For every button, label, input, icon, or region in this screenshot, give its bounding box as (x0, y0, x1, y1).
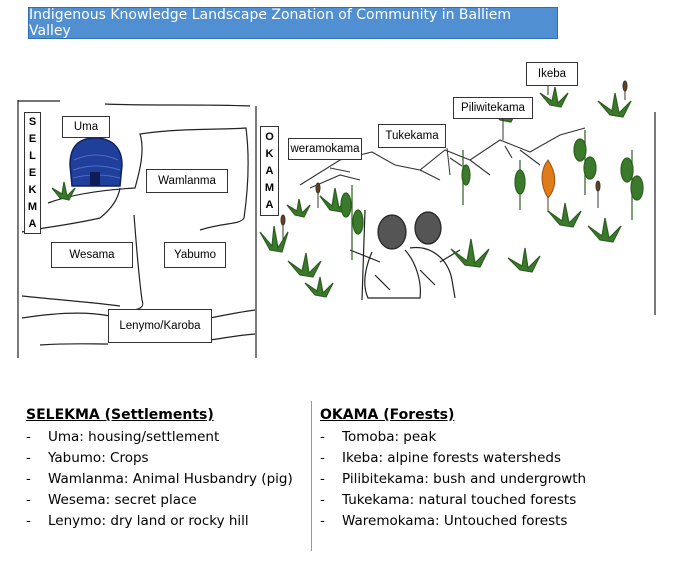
label-wesama: Wesama (51, 242, 133, 268)
selekma-letter: K (28, 183, 37, 196)
list-item-text: Uma: housing/settlement (48, 429, 220, 445)
legend-selekma: SELEKMA (Settlements) - Uma: housing/sett… (26, 407, 293, 532)
legend-okama-heading: OKAMA (Forests) (320, 407, 455, 423)
list-item-text: Lenymo: dry land or rocky hill (48, 513, 249, 529)
dash: - (320, 471, 325, 487)
list-item-text: Waremokama: Untouched forests (342, 513, 568, 529)
selekma-letter: M (27, 200, 38, 213)
people-illustration (349, 209, 461, 301)
cattail-icon (280, 80, 628, 240)
list-item: - Waremokama: Untouched forests (320, 511, 586, 532)
okama-letter: A (265, 164, 274, 177)
dash: - (320, 429, 325, 445)
list-item: - Lenymo: dry land or rocky hill (26, 511, 293, 532)
list-item: - Wamlanma: Animal Husbandry (pig) (26, 469, 293, 490)
okama-vertical-label: O K A M A (260, 126, 279, 216)
list-item-text: Wamlanma: Animal Husbandry (pig) (48, 471, 293, 487)
selekma-vertical-label: S E L E K M A (24, 112, 41, 234)
selekma-letter: S (28, 115, 37, 128)
label-tukekama: Tukekama (378, 124, 446, 148)
dash: - (26, 450, 31, 466)
selekma-letter: E (28, 132, 37, 145)
list-item: - Uma: housing/settlement (26, 427, 293, 448)
selekma-letter: A (28, 217, 37, 230)
list-item: - Pilibitekama: bush and undergrowth (320, 469, 586, 490)
dash: - (320, 492, 325, 508)
label-connector-lines (446, 82, 549, 176)
list-item: - Ikeba: alpine forests watersheds (320, 448, 586, 469)
label-lenymo-karoba: Lenymo/Karoba (108, 309, 212, 343)
dash: - (26, 513, 31, 529)
okama-letter: A (265, 198, 274, 211)
list-item: - Wesema: secret place (26, 490, 293, 511)
selekma-letter: E (28, 166, 37, 179)
list-item-text: Ikeba: alpine forests watersheds (342, 450, 561, 466)
list-item-text: Tukekama: natural touched forests (342, 492, 577, 508)
dash: - (26, 492, 31, 508)
dash: - (26, 429, 31, 445)
dash: - (320, 513, 325, 529)
legend-divider (311, 401, 312, 551)
diagram-title: Indigenous Knowledge Landscape Zonation … (28, 7, 558, 39)
uma-hut-icon (69, 137, 123, 187)
legend-okama: OKAMA (Forests) - Tomoba: peak - Ikeba: al… (320, 407, 586, 532)
legend-selekma-heading: SELEKMA (Settlements) (26, 407, 214, 423)
okama-letter: O (265, 130, 274, 143)
label-wamlanma: Wamlanma (146, 169, 228, 193)
label-weramokama: weramokama (288, 138, 362, 160)
forest-plants-icon (51, 86, 644, 298)
label-piliwitekama: Piliwitekama (453, 97, 533, 119)
legend-selekma-list: -Uma: housing/settlement -Yabumo: Crops … (26, 427, 293, 532)
okama-letter: M (264, 181, 275, 194)
list-item: - Tukekama: natural touched forests (320, 490, 586, 511)
list-item-text: Wesema: secret place (48, 492, 197, 508)
legend-okama-list: - Tomoba: peak - Ikeba: alpine forests wat… (320, 427, 586, 532)
selekma-letter: L (29, 149, 36, 162)
zonation-map (17, 80, 656, 358)
label-uma: Uma (62, 116, 110, 138)
list-item: - Tomoba: peak (320, 427, 586, 448)
dash: - (320, 450, 325, 466)
label-yabumo: Yabumo (164, 242, 226, 268)
label-ikeba: Ikeba (526, 62, 578, 86)
list-item-text: Pilibitekama: bush and undergrowth (342, 471, 587, 487)
list-item-text: Tomoba: peak (342, 429, 437, 445)
dash: - (26, 471, 31, 487)
okama-letter: K (265, 147, 274, 160)
list-item: - Yabumo: Crops (26, 448, 293, 469)
list-item-text: Yabumo: Crops (48, 450, 149, 466)
orange-plant-icon (541, 159, 556, 212)
